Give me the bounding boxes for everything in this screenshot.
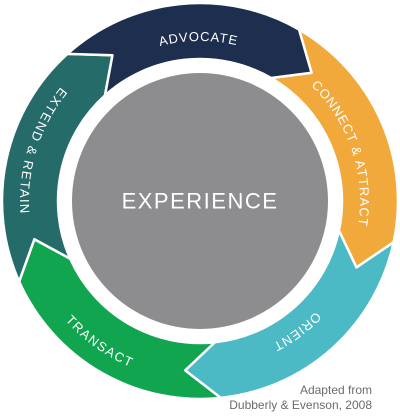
attribution: Adapted from Dubberly & Evenson, 2008 <box>229 383 372 413</box>
attribution-line-2: Dubberly & Evenson, 2008 <box>229 398 372 412</box>
experience-label: EXPERIENCE <box>122 189 279 214</box>
segment-advocate <box>66 1 313 97</box>
segment-label: ADVOCATE <box>157 28 240 48</box>
attribution-line-1: Adapted from <box>299 383 372 397</box>
experience-circle <box>72 73 328 329</box>
